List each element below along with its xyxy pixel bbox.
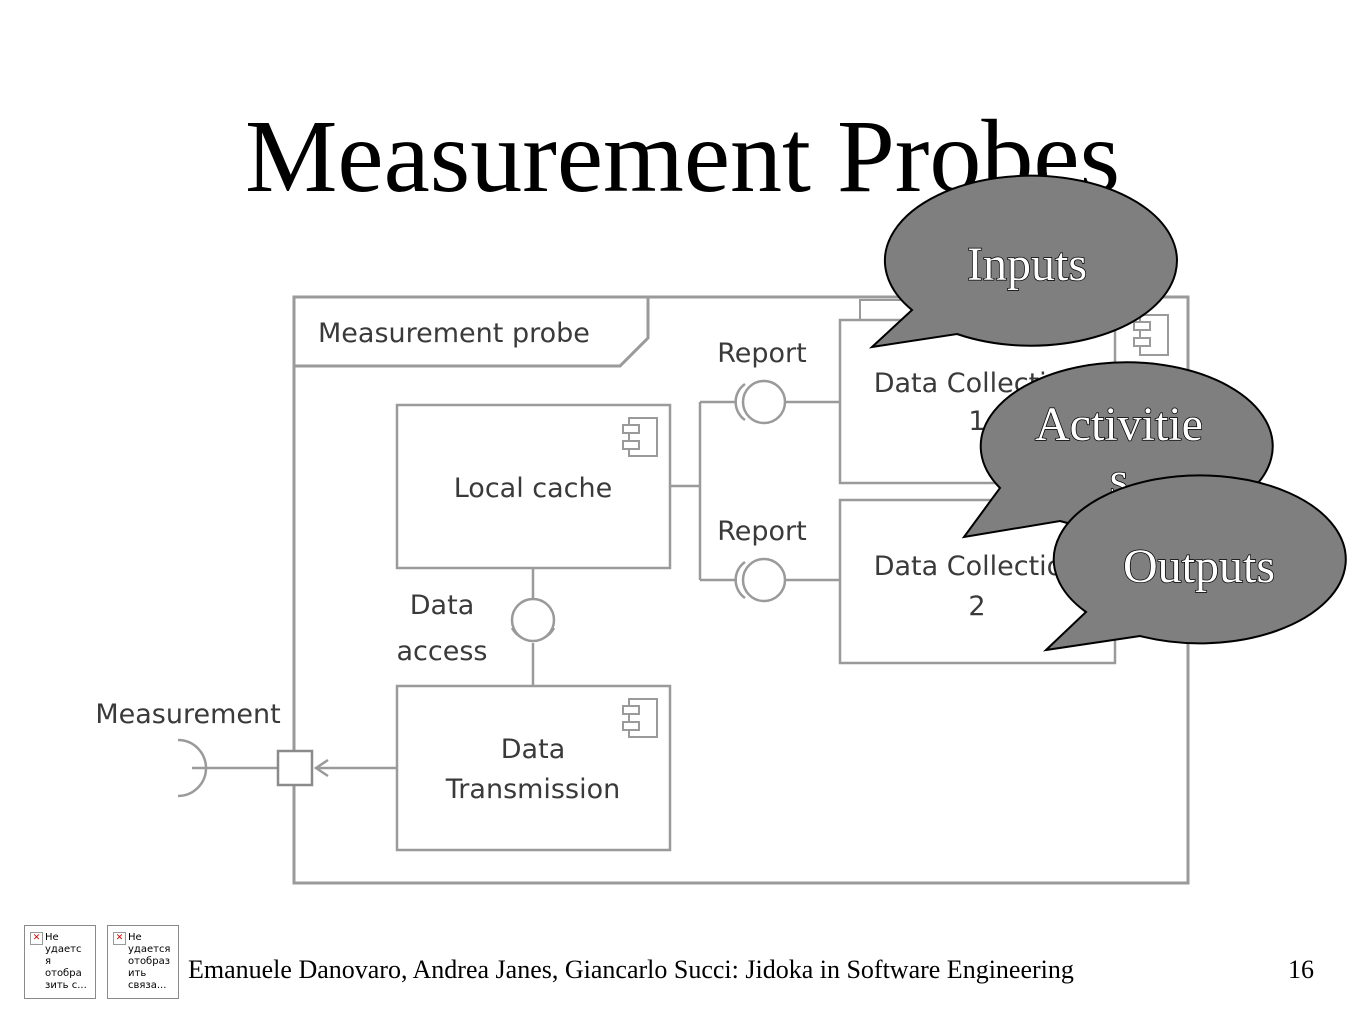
data-collection-2-label-1: Data Collection xyxy=(874,551,1081,582)
broken-image-icon: ✕ xyxy=(30,932,43,945)
port xyxy=(276,749,314,787)
data-collection-1-label-2: 1 xyxy=(968,406,985,437)
component-icon xyxy=(622,417,658,457)
data-collection-2-label-2: 2 xyxy=(968,591,985,622)
broken-image-placeholder-2: ✕ Не удается отобраз ить связа... xyxy=(107,925,179,999)
component-icon xyxy=(1133,314,1169,356)
frame-label-tab xyxy=(294,297,650,368)
report-label-2: Report xyxy=(717,516,807,547)
callout-inputs: Inputs xyxy=(868,174,1178,349)
placeholder-text: Не удаетс я отобра зить с... xyxy=(45,932,87,991)
callout-inputs-text: Inputs xyxy=(967,238,1087,291)
frame-label: Measurement probe xyxy=(318,318,590,349)
data-transmission-label-2: Transmission xyxy=(445,774,620,805)
callout-outputs: Outputs xyxy=(1043,474,1347,652)
callout-outputs-text: Outputs xyxy=(1123,540,1275,593)
callout-inputs-shape xyxy=(868,174,1178,349)
local-cache-label: Local cache xyxy=(454,473,613,504)
broken-image-icon: ✕ xyxy=(113,932,126,945)
measurement-label: Measurement xyxy=(95,699,280,730)
report-label-1: Report xyxy=(717,338,807,369)
page-number: 16 xyxy=(1288,955,1314,984)
data-access-label-1: Data xyxy=(410,590,474,621)
callout-outputs-shape xyxy=(1043,474,1347,652)
data-access-label-2: access xyxy=(397,636,488,667)
footer-text: Emanuele Danovaro, Andrea Janes, Giancar… xyxy=(188,955,1074,984)
data-transmission-label-1: Data xyxy=(501,734,565,765)
lollipop-circles xyxy=(510,379,787,643)
component-icon xyxy=(622,698,658,738)
broken-image-placeholder-1: ✕ Не удаетс я отобра зить с... xyxy=(24,925,96,999)
callout-activities-text-1: Activitie xyxy=(1035,398,1203,451)
placeholder-text: Не удается отобраз ить связа... xyxy=(128,932,171,991)
